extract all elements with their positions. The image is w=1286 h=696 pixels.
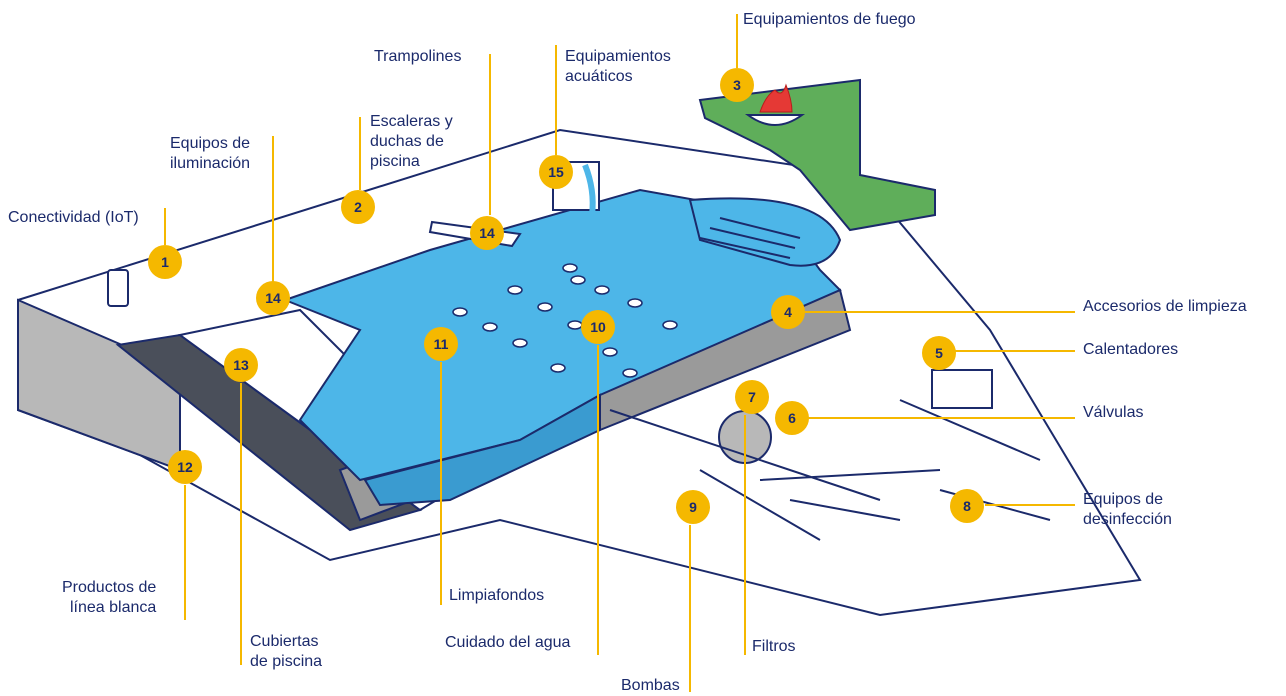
fire-bowl: [744, 114, 806, 126]
leader-lines: [164, 14, 1075, 692]
label-line: Cubiertas: [250, 633, 319, 650]
label-cubiertas: Cubiertas de piscina: [250, 632, 322, 672]
badge-9: 9: [676, 490, 710, 524]
label-fuego: Equipamientos de fuego: [743, 11, 916, 28]
badge-11: 11: [424, 327, 458, 361]
label-line: piscina: [370, 153, 420, 170]
label-line: Productos de: [62, 579, 157, 596]
label-escaleras: Escaleras y duchas de piscina: [370, 112, 453, 172]
label-calentadores: Calentadores: [1083, 341, 1179, 358]
pool-steps: [699, 217, 801, 259]
label-line: línea blanca: [69, 599, 157, 616]
heater-box: [931, 369, 993, 409]
label-desinfeccion: Equipos de desinfección: [1083, 490, 1172, 530]
badge-3: 3: [720, 68, 754, 102]
badge-5: 5: [922, 336, 956, 370]
label-line: Equipos de: [170, 135, 251, 152]
badge-15: 15: [539, 155, 573, 189]
label-line: iluminación: [170, 155, 251, 172]
badge-8: 8: [950, 489, 984, 523]
water-stream: [582, 163, 596, 216]
label-conectividad: Conectividad (IoT): [8, 209, 139, 226]
pool-bottom: [363, 393, 601, 507]
label-filtros: Filtros: [752, 638, 796, 655]
badge-12: 12: [168, 450, 202, 484]
label-linea-blanca: Productos de línea blanca: [62, 578, 156, 618]
label-iluminacion: Equipos de iluminación: [170, 134, 250, 174]
badge-13: 13: [224, 348, 258, 382]
badge-7: 7: [735, 380, 769, 414]
fire-flames: [759, 83, 793, 113]
spa-round: [688, 197, 842, 267]
label-valvulas: Válvulas: [1083, 404, 1144, 421]
badge-4: 4: [771, 295, 805, 329]
label-line: duchas de: [370, 133, 444, 150]
label-line: Equipamientos: [565, 48, 671, 65]
badge-10: 10: [581, 310, 615, 344]
label-acuaticos: Equipamientos acuáticos: [565, 47, 671, 87]
badge-14-lighting: 14: [256, 281, 290, 315]
label-line: Escaleras y: [370, 113, 453, 130]
badge-14-trampoline: 14: [470, 216, 504, 250]
label-bombas: Bombas: [621, 677, 680, 694]
label-cuidado-agua: Cuidado del agua: [445, 634, 571, 651]
badge-2: 2: [341, 190, 375, 224]
label-limpieza: Accesorios de limpieza: [1083, 298, 1247, 315]
phone-device: [107, 269, 129, 307]
badge-6: 6: [775, 401, 809, 435]
label-line: acuáticos: [565, 68, 633, 85]
label-line: desinfección: [1083, 511, 1172, 528]
badge-1: 1: [148, 245, 182, 279]
label-limpiafondos: Limpiafondos: [449, 587, 545, 604]
label-trampolines: Trampolines: [374, 48, 462, 65]
label-line: de piscina: [250, 653, 323, 670]
label-line: Equipos de: [1083, 491, 1164, 508]
pool-water: [282, 188, 842, 482]
pool-jets: [452, 263, 678, 378]
